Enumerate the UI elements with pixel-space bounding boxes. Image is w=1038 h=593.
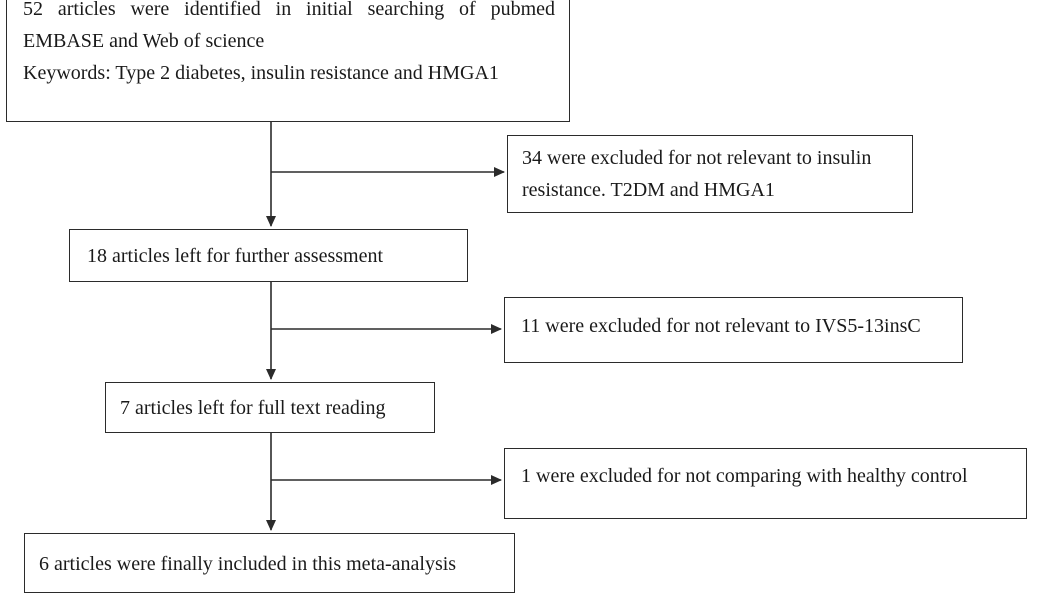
excluded-box-1: 34 were excluded for not relevant to ins… (507, 135, 913, 213)
excluded-box-2: 11 were excluded for not relevant to IVS… (504, 297, 963, 363)
full-text-line-1: 7 articles left for full text reading (120, 397, 386, 419)
included-box: 6 articles were finally included in this… (24, 533, 515, 593)
assessment-line-1: 18 articles left for further assessment (87, 245, 384, 267)
excluded-1-line-1: 34 were excluded for not relevant to ins… (522, 147, 872, 169)
identified-box: 52 articles were identified in initial s… (6, 0, 570, 122)
excluded-1-line-2: resistance. T2DM and HMGA1 (522, 179, 775, 201)
included-line-1: 6 articles were finally included in this… (39, 553, 457, 575)
excluded-3-line-1: 1 were excluded for not comparing with h… (521, 465, 968, 487)
identified-line-2: EMBASE and Web of science (23, 30, 265, 52)
assessment-box: 18 articles left for further assessment (69, 229, 468, 282)
full-text-box: 7 articles left for full text reading (105, 382, 435, 433)
identified-line-3: Keywords: Type 2 diabetes, insulin resis… (23, 62, 499, 84)
excluded-2-line-1: 11 were excluded for not relevant to IVS… (521, 315, 921, 337)
identified-line-1: 52 articles were identified in initial s… (23, 0, 555, 20)
excluded-box-3: 1 were excluded for not comparing with h… (504, 448, 1027, 519)
flow-connectors (266, 122, 505, 531)
